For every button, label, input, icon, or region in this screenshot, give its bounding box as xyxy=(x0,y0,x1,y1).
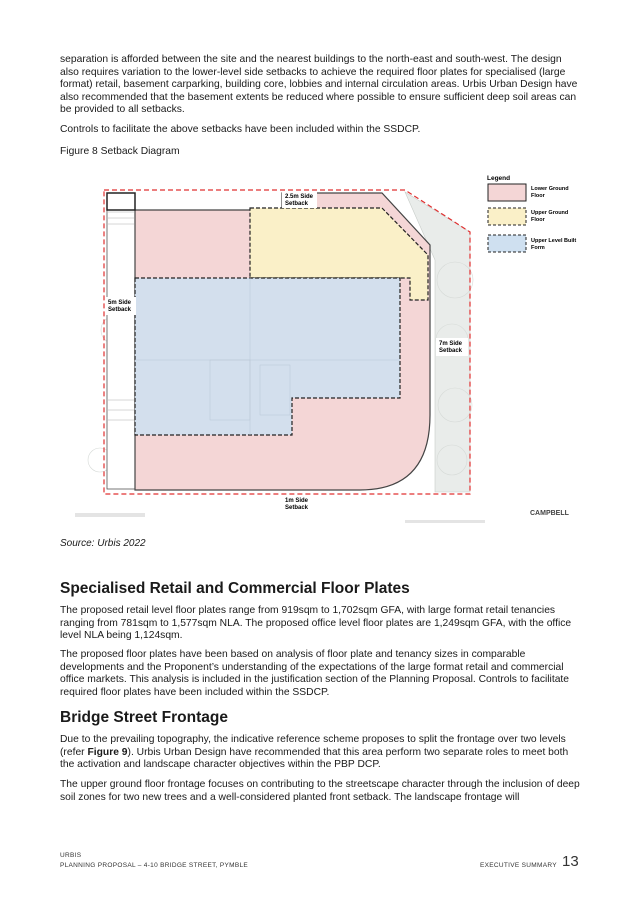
legend: Legend Lower Ground Floor Upper Ground F… xyxy=(487,175,576,253)
bridge-street-text-start: Due to the prevailing topography, the in… xyxy=(60,734,566,758)
figure-caption: Figure 8 Setback Diagram xyxy=(60,146,180,157)
legend-swatch-upper-ground xyxy=(487,207,527,226)
footer-document-title: PLANNING PROPOSAL – 4-10 BRIDGE STREET, … xyxy=(60,862,249,869)
legend-label-upper-level-2: Form xyxy=(531,245,545,251)
setback-label-5m: 5m Side xyxy=(108,300,132,306)
site-boundary xyxy=(103,189,471,495)
legend-label-lower-ground-2: Floor xyxy=(531,193,546,199)
bridge-street-text-end: ). Urbis Urban Design have recommended t… xyxy=(60,746,569,771)
label-box-7m xyxy=(436,338,468,356)
adjacent-building-strip xyxy=(106,192,136,490)
faint-note-left xyxy=(75,513,145,517)
legend-label-upper-level-1: Upper Level Built xyxy=(531,238,576,244)
setback-label-5m-word: Setback xyxy=(108,307,132,313)
upper-level-built-form xyxy=(134,277,401,436)
bridge-street-paragraph-1: Due to the prevailing topography, the in… xyxy=(60,734,580,772)
legend-title: Legend xyxy=(487,175,510,182)
legend-label-upper-ground-2: Floor xyxy=(531,217,546,223)
floor-plates-paragraph-2: The proposed floor plates have been base… xyxy=(60,649,570,698)
campbell-logo: CAMPBELL xyxy=(530,510,570,517)
legend-swatch-upper-level xyxy=(487,234,527,253)
setback-label-1m: 1m Side xyxy=(285,498,309,504)
site-corner-block xyxy=(106,192,136,211)
internal-plan-lines xyxy=(135,278,400,435)
footer-org: URBIS xyxy=(60,852,82,859)
legend-label-lower-ground-1: Lower Ground xyxy=(531,186,569,192)
setback-label-7m-word: Setback xyxy=(439,348,463,354)
setback-label-2-5m: 2.5m Side xyxy=(285,194,314,200)
label-box-2-5m xyxy=(282,191,317,208)
setback-diagram: 2.5m Side Setback 5m Side Setback 7m Sid… xyxy=(75,175,576,523)
faint-note-right xyxy=(405,520,485,523)
bridge-street-paragraph-2: The upper ground floor frontage focuses … xyxy=(60,779,580,803)
figure-source: Source: Urbis 2022 xyxy=(60,538,146,549)
page-number: 13 xyxy=(562,853,579,870)
controls-paragraph: Controls to facilitate the above setback… xyxy=(60,124,421,135)
label-box-5m xyxy=(106,297,136,315)
setback-label-7m: 7m Side xyxy=(439,341,463,347)
heading-floor-plates: Specialised Retail and Commercial Floor … xyxy=(60,580,410,597)
intro-paragraph: separation is afforded between the site … xyxy=(60,54,578,116)
floor-plates-paragraph-1: The proposed retail level floor plates r… xyxy=(60,605,572,642)
legend-swatch-lower-ground xyxy=(487,183,527,202)
heading-bridge-street: Bridge Street Frontage xyxy=(60,709,228,726)
footer-section: EXECUTIVE SUMMARY xyxy=(480,862,557,869)
setback-label-1m-word: Setback xyxy=(285,505,309,511)
setback-label-2-5m-word: Setback xyxy=(285,201,309,207)
legend-label-upper-ground-1: Upper Ground xyxy=(531,210,568,216)
figure-9-reference: Figure 9 xyxy=(87,746,128,758)
